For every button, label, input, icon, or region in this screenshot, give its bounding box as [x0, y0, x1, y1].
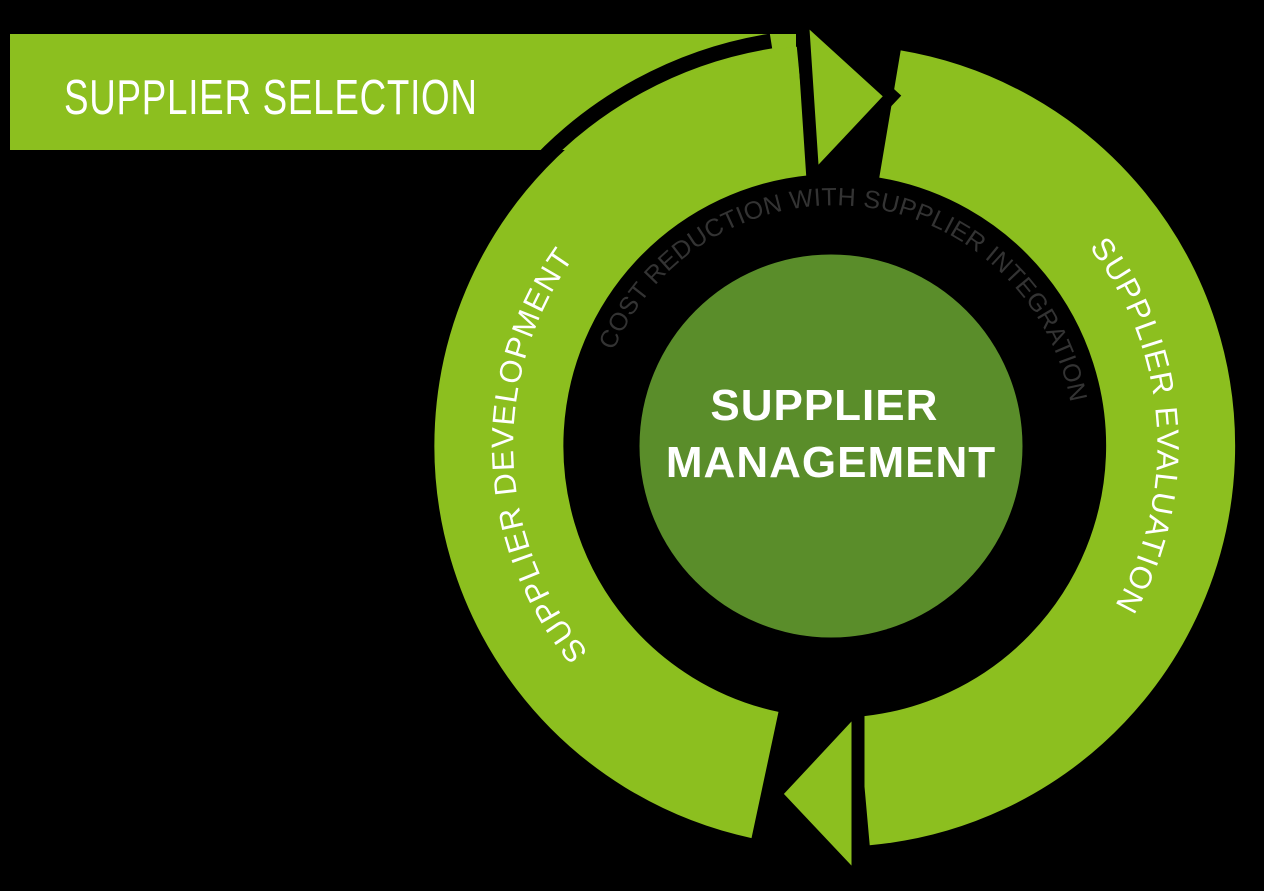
ring-segment-evaluation — [857, 50, 1236, 846]
ring-segment-development — [434, 46, 810, 839]
center-circle — [639, 254, 1023, 638]
top-arrowhead-icon — [794, 0, 902, 196]
banner-ring-gap-stripe — [524, 33, 773, 178]
center-title-line1: SUPPLIER — [710, 381, 938, 430]
bottom-arrowhead-icon — [766, 688, 865, 891]
center-title: SUPPLIER MANAGEMENT — [666, 381, 996, 487]
center-title-line2: MANAGEMENT — [666, 438, 996, 487]
banner-label: SUPPLIER SELECTION — [64, 71, 478, 125]
